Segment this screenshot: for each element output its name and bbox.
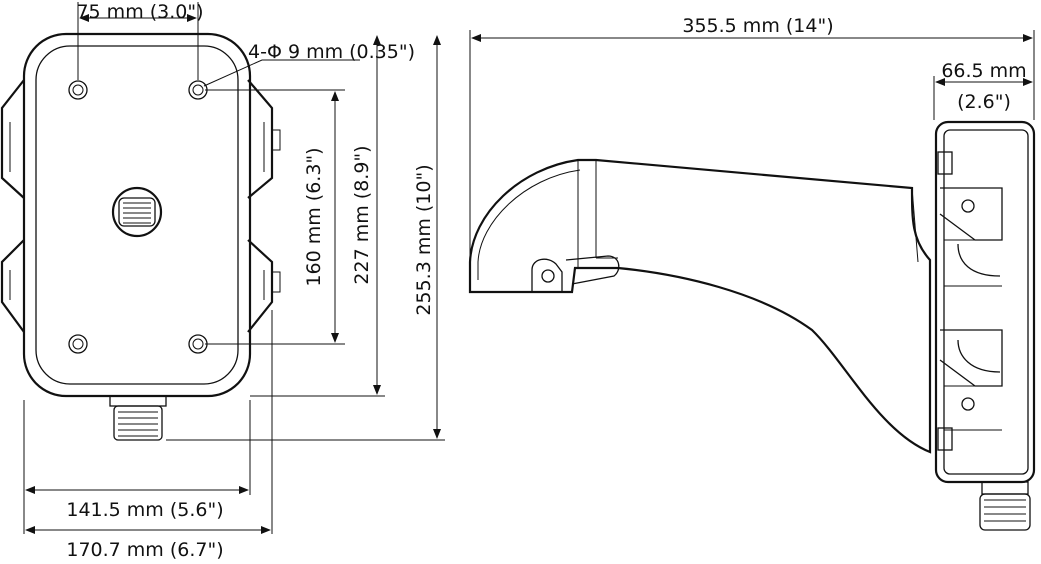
center-cable-gland [111,186,163,238]
box-holes [961,199,975,411]
mounting-plate-inner [35,45,239,385]
side-cable-gland [979,481,1031,531]
mounting-plate-outline [22,32,252,398]
mounting-holes [68,80,208,354]
front-view: 75 mm (3.0") 4-Φ 9 mm (0.35") 160 mm (6.… [0,1,445,561]
vertical-hole-spacing-label: 160 mm (6.3") [303,147,325,286]
overall-height-label: 255.3 mm (10") [413,164,435,315]
overall-width-label: 170.7 mm (6.7") [66,539,223,561]
box-clips [937,151,953,451]
bottom-cable-gland [109,395,167,441]
plate-height-label: 227 mm (8.9") [351,145,373,284]
arm-length-label: 355.5 mm (14") [682,15,833,37]
side-view: 355.5 mm (14") 66.5 mm (2.6") [468,15,1036,531]
hole-spacing-label: 75 mm (3.0") [76,1,203,23]
bracket-arm [468,158,932,454]
hole-spec-label: 4-Φ 9 mm (0.35") [248,41,415,63]
extension-lines [23,2,445,534]
plate-width-label: 141.5 mm (5.6") [66,499,223,521]
depth-in-label: (2.6") [957,91,1011,113]
box-brackets [939,187,1003,431]
depth-mm-label: 66.5 mm [941,60,1026,82]
mounting-wings [0,79,281,333]
